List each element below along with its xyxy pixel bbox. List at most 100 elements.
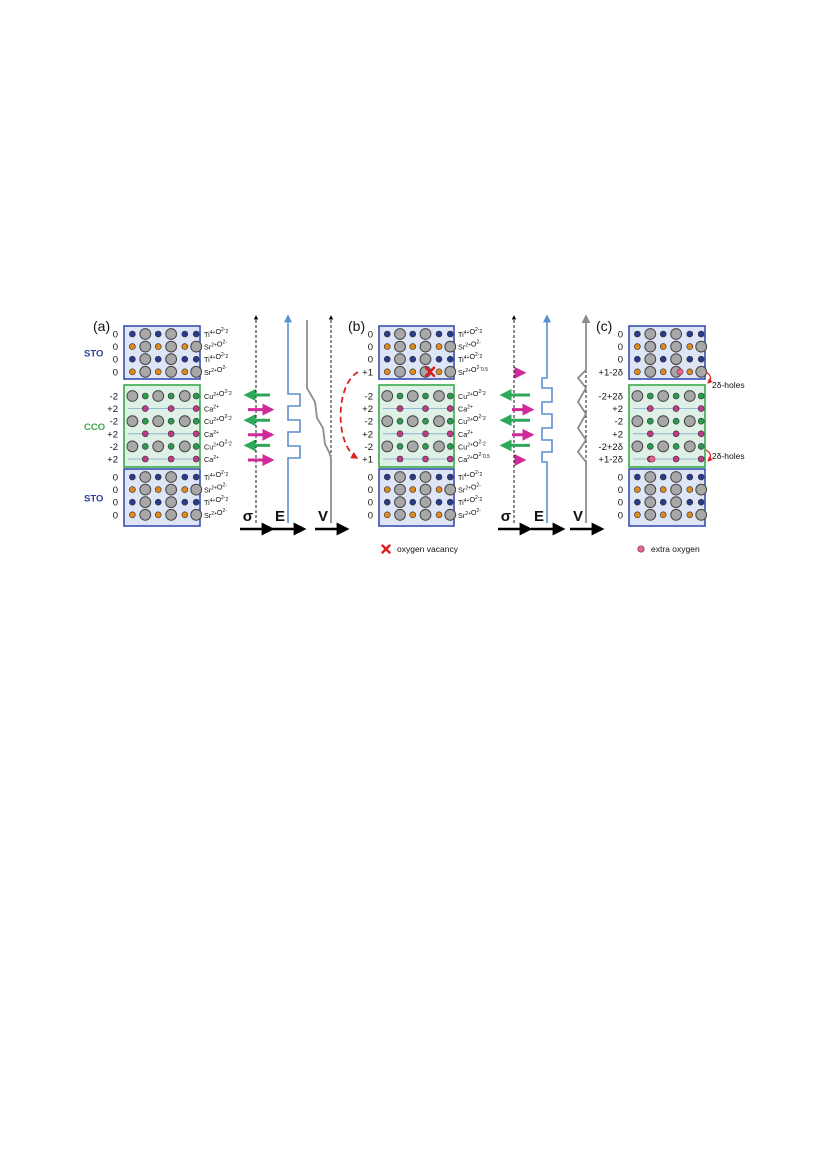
- cu-atom: [422, 392, 429, 400]
- oxygen-atom: [139, 328, 152, 340]
- charge-label: +2: [612, 404, 623, 415]
- charge-label: 0: [618, 330, 623, 341]
- ti-atom: [129, 355, 136, 363]
- ti-atom: [634, 330, 641, 338]
- charge-label: +1: [362, 367, 373, 378]
- electric-field-profile: [284, 314, 301, 523]
- oxygen-atom: [695, 365, 708, 378]
- oxygen-atom: [394, 365, 406, 378]
- ca-atom: [141, 405, 149, 412]
- cu-atom: [646, 417, 654, 425]
- oxygen-atom: [152, 440, 165, 453]
- ti-atom: [409, 498, 417, 506]
- oxygen-atom: [190, 483, 203, 496]
- ca-atom: [192, 455, 200, 463]
- ti-atom: [659, 473, 667, 481]
- e-axis-label: E: [534, 508, 544, 525]
- ti-atom: [659, 498, 667, 506]
- charge-label: 0: [113, 498, 118, 509]
- oxygen-atom: [631, 390, 644, 402]
- oxygen-atom: [165, 508, 178, 521]
- cu-atom: [672, 443, 680, 450]
- sr-atom: [154, 343, 162, 350]
- formula-label: Sr2+O2-: [458, 508, 481, 520]
- oxygen-atom: [670, 508, 683, 521]
- oxygen-atom: [670, 483, 683, 496]
- oxygen-atom: [644, 340, 657, 353]
- legend-extra-oxygen-icon: [637, 545, 645, 553]
- ti-atom: [181, 355, 189, 363]
- oxygen-atom: [139, 483, 152, 496]
- oxygen-atom: [670, 471, 683, 483]
- sr-atom: [181, 511, 189, 519]
- oxygen-atom: [419, 496, 432, 509]
- oxygen-atom: [139, 471, 152, 483]
- ti-atom: [659, 355, 667, 363]
- charge-label: -2: [365, 392, 373, 403]
- sr-atom: [383, 511, 391, 519]
- legend-text: oxygen vacancy: [397, 544, 459, 554]
- charge-label: 0: [368, 485, 373, 496]
- charge-label: 0: [618, 355, 623, 366]
- sr-atom: [634, 368, 641, 376]
- cu-atom: [141, 443, 149, 450]
- panel-label: (c): [596, 318, 612, 334]
- oxygen-atom: [126, 440, 139, 453]
- charge-label: 0: [368, 510, 373, 521]
- formula-label: Cu2+O2-2: [458, 389, 486, 401]
- oxygen-atom: [178, 415, 191, 428]
- oxygen-atom: [444, 365, 457, 378]
- formula-label: Sr2+O2-: [458, 483, 481, 495]
- charge-label: -2: [110, 392, 118, 403]
- sr-atom: [129, 343, 136, 350]
- oxygen-atom: [683, 415, 696, 428]
- ti-atom: [192, 498, 200, 506]
- oxygen-vacancy-icon: [424, 366, 436, 378]
- ti-atom: [435, 498, 443, 506]
- formula-label: Cu2+O2-2: [458, 414, 486, 426]
- cu-atom: [446, 417, 454, 425]
- ti-atom: [697, 330, 705, 338]
- formula-label: Cu2+O2-2: [204, 439, 232, 451]
- vacancy-legend-cross: [381, 544, 391, 554]
- ti-atom: [192, 355, 200, 363]
- oxygen-atom: [444, 340, 457, 353]
- cu-atom: [646, 443, 654, 450]
- ca-atom: [396, 430, 404, 438]
- ti-atom: [154, 498, 162, 506]
- ca-atom: [446, 455, 454, 463]
- oxygen-atom: [631, 440, 644, 453]
- oxygen-atom: [631, 415, 644, 428]
- sr-atom: [435, 368, 443, 376]
- ti-atom: [383, 473, 391, 481]
- ca-atom: [646, 430, 654, 438]
- oxygen-atom: [126, 390, 139, 402]
- ti-atom: [192, 473, 200, 481]
- oxygen-atom: [394, 328, 406, 340]
- ca-atom: [192, 430, 200, 438]
- cu-atom: [422, 443, 429, 450]
- ti-atom: [686, 355, 694, 363]
- ti-atom: [697, 355, 705, 363]
- oxygen-atom: [433, 415, 445, 428]
- charge-label: 0: [618, 498, 623, 509]
- formula-label: Ca2+: [204, 430, 219, 439]
- oxygen-atom: [406, 440, 419, 453]
- cu-atom: [422, 417, 429, 425]
- oxygen-atom: [433, 390, 445, 402]
- v-axis-label: V: [318, 508, 328, 525]
- ca-atom: [396, 405, 404, 412]
- oxygen-atom: [644, 471, 657, 483]
- sr-atom: [181, 368, 189, 376]
- ti-atom: [409, 473, 417, 481]
- formula-label: Ti4+O2-2: [204, 470, 228, 482]
- sr-atom: [383, 368, 391, 376]
- oxygen-atom: [394, 471, 406, 483]
- sigma-axis-label: σ: [243, 508, 253, 525]
- layer-label-sto: STO: [84, 349, 103, 360]
- ti-atom: [686, 473, 694, 481]
- formula-label: Ti4+O2-2: [458, 327, 482, 339]
- sr-atom: [435, 343, 443, 350]
- cu-atom: [672, 392, 680, 400]
- layer-label-cco: CCO: [84, 422, 105, 433]
